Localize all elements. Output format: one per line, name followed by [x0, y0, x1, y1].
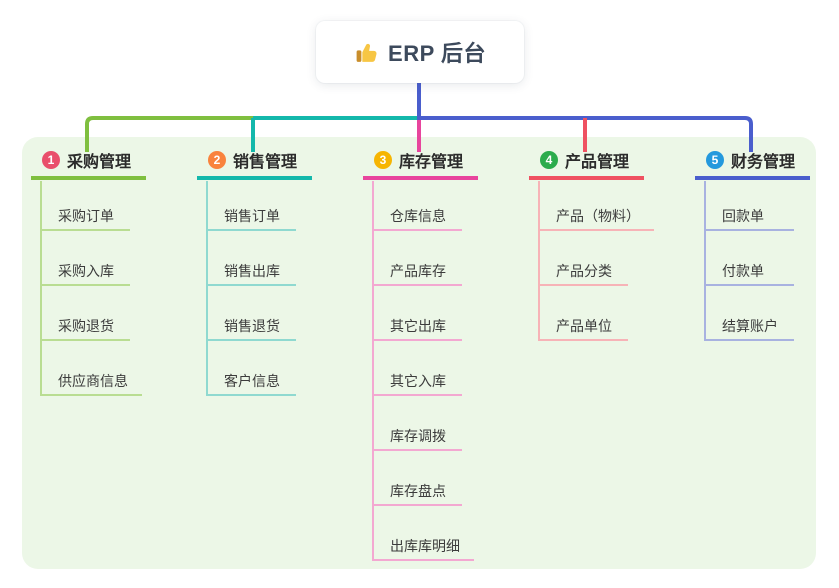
- child-item-label: 其它出库: [390, 318, 446, 334]
- child-item[interactable]: 产品分类: [538, 231, 628, 286]
- branch-header-4[interactable]: 4 产品管理: [529, 149, 644, 180]
- branch-title: 销售管理: [233, 154, 298, 171]
- thumbs-up-icon: [354, 40, 379, 65]
- branch-title: 采购管理: [67, 154, 132, 171]
- branch-title: 库存管理: [399, 154, 464, 171]
- child-item[interactable]: 出库库明细: [372, 506, 474, 561]
- child-item[interactable]: 销售出库: [206, 231, 296, 286]
- child-item[interactable]: 产品库存: [372, 231, 462, 286]
- child-item[interactable]: 采购订单: [40, 181, 130, 231]
- child-item[interactable]: 销售订单: [206, 181, 296, 231]
- child-item-label: 库存盘点: [390, 483, 446, 499]
- child-item[interactable]: 仓库信息: [372, 181, 462, 231]
- root-title: ERP 后台: [388, 41, 486, 66]
- branch-number-badge: 5: [706, 151, 724, 169]
- child-item[interactable]: 结算账户: [704, 286, 794, 341]
- child-item[interactable]: 供应商信息: [40, 341, 142, 396]
- branch-number-badge: 1: [42, 151, 60, 169]
- child-item-label: 仓库信息: [390, 208, 446, 224]
- child-item[interactable]: 其它入库: [372, 341, 462, 396]
- child-item-label: 产品库存: [390, 263, 446, 279]
- branch-number-badge: 2: [208, 151, 226, 169]
- child-item-label: 销售订单: [224, 208, 280, 224]
- child-item-label: 产品分类: [556, 263, 612, 279]
- child-item[interactable]: 产品单位: [538, 286, 628, 341]
- child-item-label: 客户信息: [224, 373, 280, 389]
- branch-title: 产品管理: [565, 154, 630, 171]
- child-item-label: 产品（物料）: [556, 208, 640, 224]
- child-item[interactable]: 付款单: [704, 231, 794, 286]
- branch-header-1[interactable]: 1 采购管理: [31, 149, 146, 180]
- child-item[interactable]: 采购退货: [40, 286, 130, 341]
- root-node[interactable]: ERP 后台: [316, 21, 524, 83]
- child-item[interactable]: 客户信息: [206, 341, 296, 396]
- branch-number-badge: 3: [374, 151, 392, 169]
- child-item-label: 销售出库: [224, 263, 280, 279]
- branch-header-5[interactable]: 5 财务管理: [695, 149, 810, 180]
- child-item[interactable]: 库存调拨: [372, 396, 462, 451]
- branch-children-2: 销售订单销售出库销售退货客户信息: [197, 181, 296, 396]
- child-item[interactable]: 其它出库: [372, 286, 462, 341]
- branch-children-5: 回款单付款单结算账户: [695, 181, 794, 341]
- branch-children-1: 采购订单采购入库采购退货供应商信息: [31, 181, 142, 396]
- child-item[interactable]: 采购入库: [40, 231, 130, 286]
- child-item-label: 采购退货: [58, 318, 114, 334]
- child-item-label: 采购订单: [58, 208, 114, 224]
- child-item-label: 其它入库: [390, 373, 446, 389]
- child-item-label: 销售退货: [224, 318, 280, 334]
- branch-title: 财务管理: [731, 154, 796, 171]
- branch-header-2[interactable]: 2 销售管理: [197, 149, 312, 180]
- branch-children-3: 仓库信息产品库存其它出库其它入库库存调拨库存盘点出库库明细: [363, 181, 474, 561]
- child-item-label: 付款单: [722, 263, 764, 279]
- branch-header-3[interactable]: 3 库存管理: [363, 149, 478, 180]
- branch-number-badge: 4: [540, 151, 558, 169]
- child-item-label: 回款单: [722, 208, 764, 224]
- child-item-label: 库存调拨: [390, 428, 446, 444]
- child-item[interactable]: 库存盘点: [372, 451, 462, 506]
- child-item-label: 结算账户: [722, 318, 778, 334]
- child-item[interactable]: 回款单: [704, 181, 794, 231]
- branch-children-4: 产品（物料） 产品分类产品单位: [529, 181, 654, 341]
- child-item-label: 供应商信息: [58, 373, 128, 389]
- child-item-label: 出库库明细: [390, 538, 460, 554]
- child-item[interactable]: 产品（物料）: [538, 181, 654, 231]
- child-item-label: 采购入库: [58, 263, 114, 279]
- child-item[interactable]: 销售退货: [206, 286, 296, 341]
- child-item-label: 产品单位: [556, 318, 612, 334]
- branches-panel: [22, 137, 816, 569]
